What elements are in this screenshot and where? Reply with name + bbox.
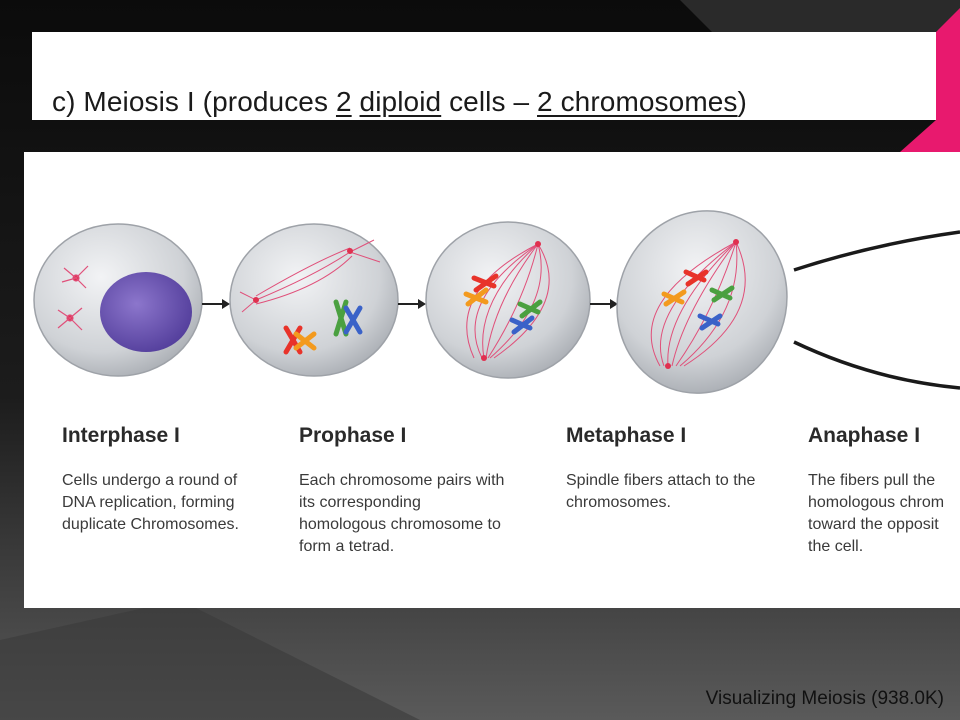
chromosomes-separating: [661, 269, 735, 331]
centrosome: [733, 239, 739, 245]
title-part-1: 2: [335, 86, 352, 117]
slide-title: c) Meiosis I (produces 2 diploid cells –…: [52, 86, 747, 118]
chromosome-tetrad: [283, 299, 363, 355]
phase-description: The fibers pull the homologous chrom tow…: [808, 472, 945, 555]
anaphase-cell: [616, 210, 788, 394]
title-prefix: c): [52, 86, 76, 117]
phase-metaphase: Metaphase I Spindle fibers attach to the…: [566, 424, 806, 514]
phase-description: Cells undergo a round of DNA replication…: [62, 472, 239, 533]
title-part-5: 2 chromosomes: [537, 86, 738, 117]
nucleus: [100, 272, 192, 352]
phase-description: Spindle fibers attach to the chromosomes…: [566, 472, 756, 511]
centrosome-top: [61, 265, 89, 289]
phase-title: Prophase I: [299, 424, 407, 447]
phase-anaphase: Anaphase I The fibers pull the homologou…: [808, 424, 960, 558]
centrosome: [535, 241, 541, 247]
phase-title: Anaphase I: [808, 424, 921, 447]
centrosome: [665, 363, 671, 369]
phase-prophase: Prophase I Each chromosome pairs with it…: [299, 424, 539, 558]
media-link-caption[interactable]: Visualizing Meiosis (938.0K): [705, 688, 944, 709]
phase-title: Metaphase I: [566, 424, 687, 447]
pink-accent-shape: [900, 8, 960, 152]
centrosome: [481, 355, 487, 361]
spindle-fibers: [239, 239, 381, 313]
title-part-4: cells –: [441, 86, 538, 117]
title-part-0: Meiosis I (produces: [83, 86, 336, 117]
arrow-3: [590, 299, 618, 309]
title-banner: [32, 32, 936, 120]
interphase-cell: [33, 223, 203, 377]
background-corner-shape: [0, 600, 420, 720]
chromosomes-aligned: [463, 273, 543, 335]
centrosome-bottom: [57, 307, 83, 331]
phase-description: Each chromosome pairs with its correspon…: [299, 472, 505, 555]
arrow-2: [398, 299, 426, 309]
metaphase-cell: [425, 221, 591, 379]
centrosome: [347, 248, 353, 254]
phase-interphase: Interphase I Cells undergo a round of DN…: [62, 424, 302, 536]
meiosis-diagram: Interphase I Cells undergo a round of DN…: [24, 152, 960, 608]
title-part-3: diploid: [359, 86, 442, 117]
cell-illustrations: [33, 210, 960, 394]
title-part-2: [352, 86, 360, 117]
prophase-cell: [229, 223, 399, 377]
centrosome: [253, 297, 259, 303]
title-part-6: ): [737, 86, 747, 117]
division-curves: [793, 230, 960, 390]
phase-title: Interphase I: [62, 424, 180, 447]
arrow-1: [202, 299, 230, 309]
spindle-fibers: [650, 241, 746, 367]
